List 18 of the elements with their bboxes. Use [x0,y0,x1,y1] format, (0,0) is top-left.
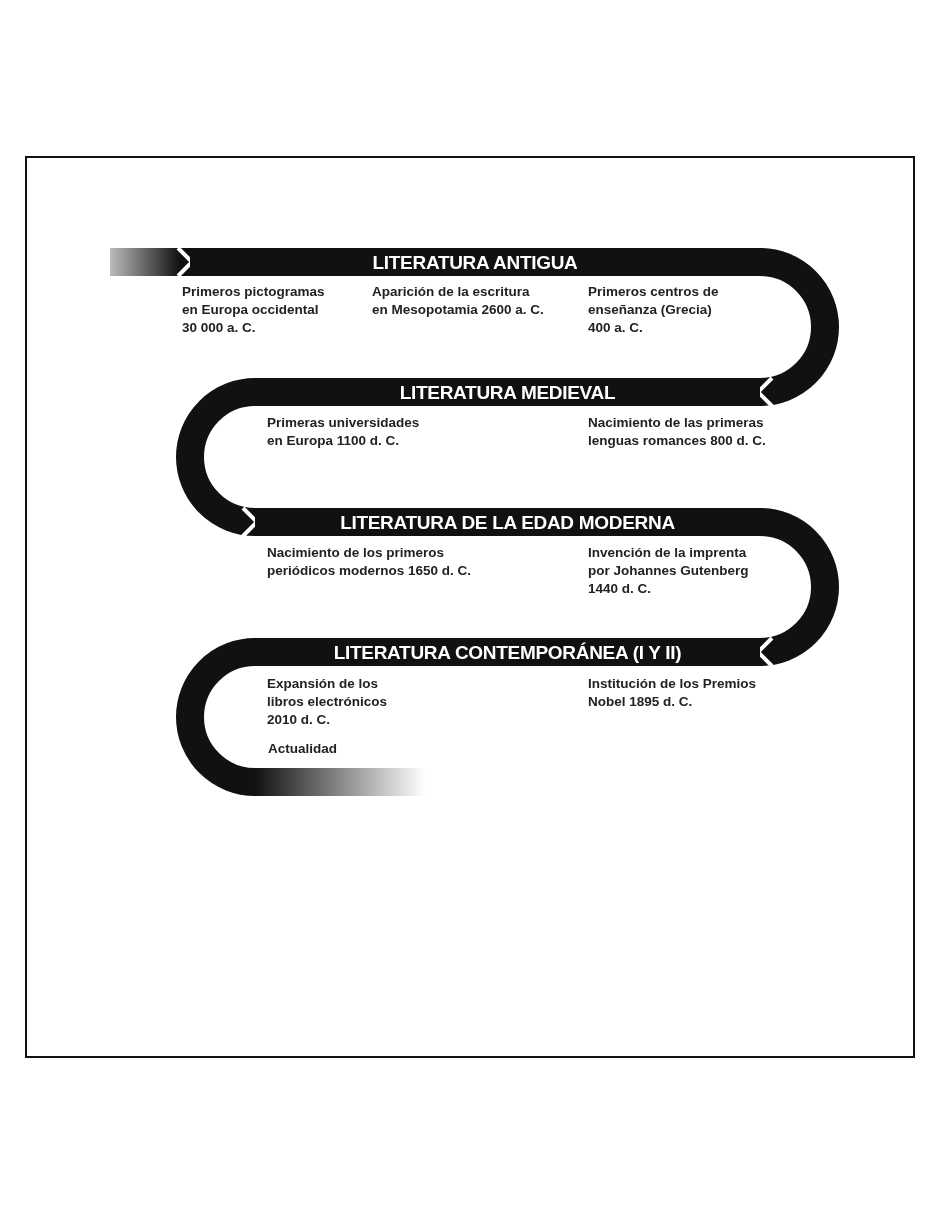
timeline-band [255,378,760,406]
era-heading: LITERATURA DE LA EDAD MODERNA [340,512,675,532]
timeline-band [190,248,760,276]
event-text: Actualidad [268,740,338,758]
event-text: Nacimiento de los primeros periódicos modernos 1650 d. C. [267,544,472,580]
event-text: Expansión de los libros electrónicos 2010 d. C. [267,675,389,729]
event-text: Nacimiento de las primeras lenguas romances 800 d. C. [588,414,767,450]
event-text: Primeras universidades en Europa 1100 d. C. [267,414,421,450]
timeline-band [255,508,760,536]
event-text: Institución de los Premios Nobel 1895 d. C. [588,675,758,711]
era-heading: LITERATURA ANTIGUA [372,252,578,272]
event-text: Aparición de la escritura en Mesopotamia 2600 a. C. [372,283,544,319]
era-heading: LITERATURA CONTEMPORÁNEA (I Y II) [333,642,682,662]
event-text: Primeros pictogramas en Europa occidental 30 000 a. C. [182,283,326,337]
event-text: Invención de la imprenta por Johannes Gutenberg 1440 d. C. [588,544,750,598]
era-heading: LITERATURA MEDIEVAL [399,382,616,402]
event-text: Primeros centros de enseñanza (Grecia) 400 a. C. [588,283,720,337]
timeline-band [255,638,760,666]
